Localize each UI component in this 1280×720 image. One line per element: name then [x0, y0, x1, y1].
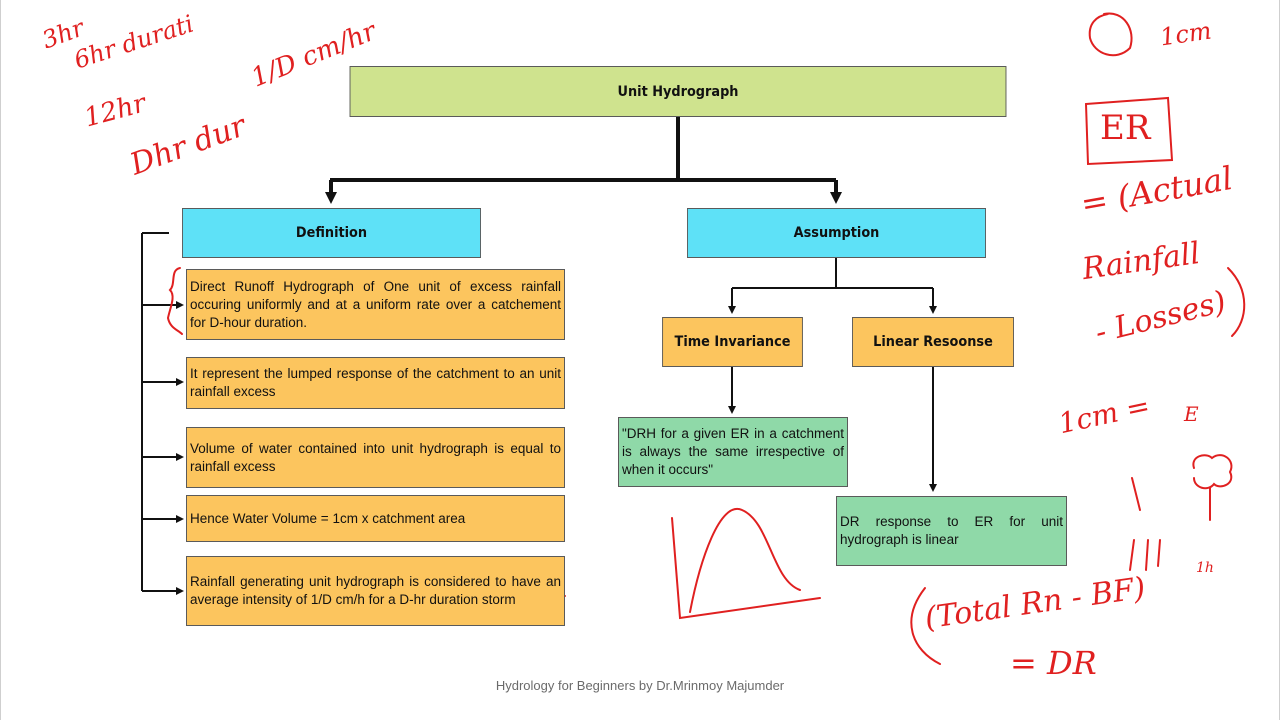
cloud-doodle — [1192, 454, 1233, 490]
root-connector — [325, 117, 842, 204]
definition-item: Hence Water Volume = 1cm x catchment are… — [186, 495, 565, 542]
annotation-e: E — [1184, 402, 1199, 426]
paren-left — [910, 587, 941, 665]
root-node: Unit Hydrograph — [349, 66, 1007, 117]
time-invariance-node: Time Invariance — [662, 317, 803, 367]
definition-item: Direct Runoff Hydrograph of One unit of … — [186, 269, 565, 340]
assumption-connector — [728, 258, 937, 492]
assumption-node: Assumption — [687, 208, 986, 258]
bracket-right — [1227, 267, 1246, 337]
definition-bracket — [141, 232, 184, 595]
definition-node: Definition — [182, 208, 481, 258]
linear-response-note: DR response to ER for unit hydrograph is… — [836, 496, 1067, 566]
linear-response-node: Linear Resoonse — [852, 317, 1014, 367]
er-box — [1084, 96, 1174, 166]
time-invariance-note: "DRH for a given ER in a catchment is al… — [618, 417, 848, 487]
assumption-label: Assumption — [793, 225, 880, 241]
curly-brace-mark — [166, 267, 183, 335]
root-label: Unit Hydrograph — [617, 83, 739, 100]
definition-item: Volume of water contained into unit hydr… — [186, 427, 565, 488]
annotation-er: ER — [1100, 108, 1151, 148]
hydrograph-curve — [689, 507, 801, 613]
definition-label: Definition — [295, 225, 368, 241]
hydrograph-axes — [671, 517, 821, 620]
annotation-dr: = DR — [1010, 644, 1097, 682]
definition-item: Rainfall generating unit hydrograph is c… — [186, 556, 565, 626]
circle-1 — [1088, 12, 1133, 57]
rain-arrows — [1129, 477, 1161, 571]
left-edge-line — [0, 0, 1, 720]
footer-credit: Hydrology for Beginners by Dr.Mrinmoy Ma… — [495, 678, 785, 693]
annotation-1h: 1h — [1196, 560, 1214, 576]
definition-item: It represent the lumped response of the … — [186, 357, 565, 409]
